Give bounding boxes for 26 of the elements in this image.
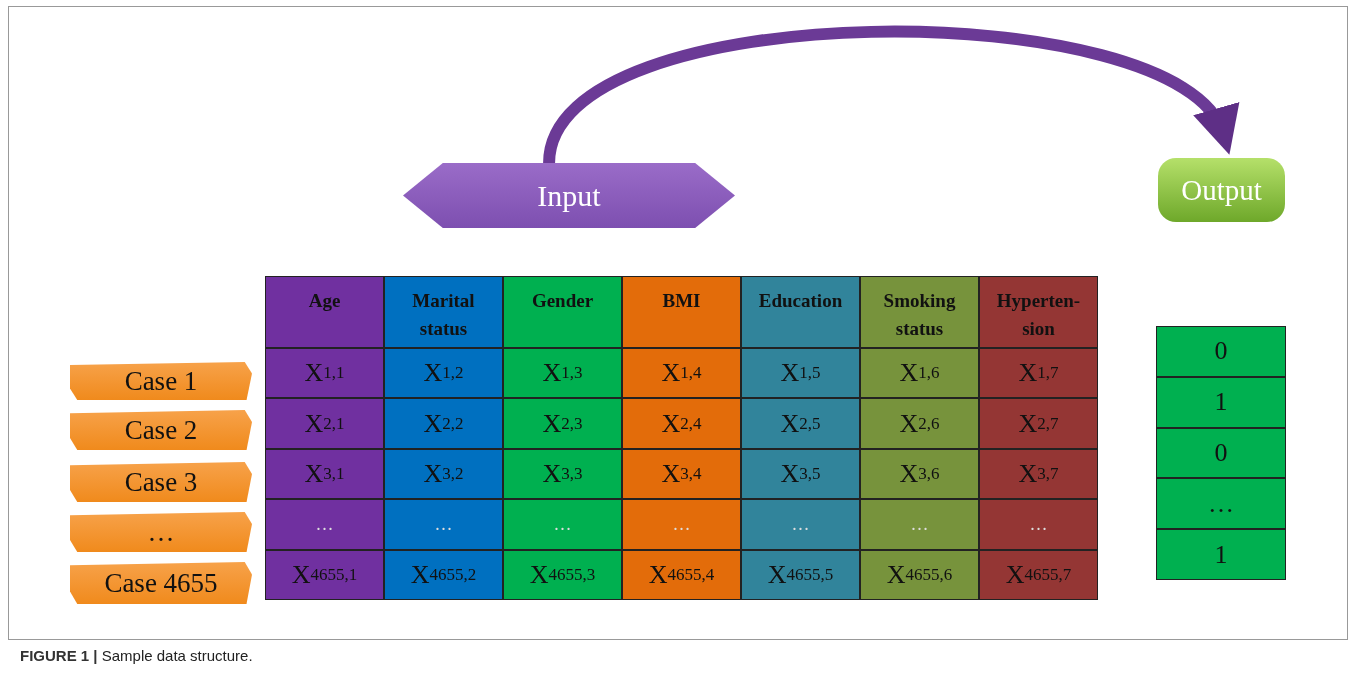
case-tag: Case 1 bbox=[70, 362, 252, 400]
column-header: Marital status bbox=[384, 276, 503, 348]
output-value-cell: 1 bbox=[1156, 376, 1286, 428]
case-tag: Case 4655 bbox=[70, 562, 252, 604]
data-cell: … bbox=[265, 499, 384, 550]
case-tag: … bbox=[70, 512, 252, 552]
data-cell: … bbox=[622, 499, 741, 550]
column-header: Age bbox=[265, 276, 384, 348]
data-cell: … bbox=[384, 499, 503, 550]
data-cell: … bbox=[503, 499, 622, 550]
data-cell: … bbox=[741, 499, 860, 550]
column-header: Gender bbox=[503, 276, 622, 348]
column-header: BMI bbox=[622, 276, 741, 348]
column-header: Education bbox=[741, 276, 860, 348]
case-tag: Case 3 bbox=[70, 462, 252, 502]
output-value-cell: 1 bbox=[1156, 529, 1286, 580]
data-cell: … bbox=[860, 499, 979, 550]
column-header: Hyperten- sion bbox=[979, 276, 1098, 348]
output-value-cell: 0 bbox=[1156, 326, 1286, 377]
case-tag: Case 2 bbox=[70, 410, 252, 450]
output-value-cell: 0 bbox=[1156, 427, 1286, 479]
data-cell: … bbox=[979, 499, 1098, 550]
output-box: Output bbox=[1158, 158, 1285, 222]
figure-caption: FIGURE 1 | Sample data structure. bbox=[20, 647, 253, 664]
output-value-cell: … bbox=[1156, 478, 1286, 530]
column-header: Smoking status bbox=[860, 276, 979, 348]
